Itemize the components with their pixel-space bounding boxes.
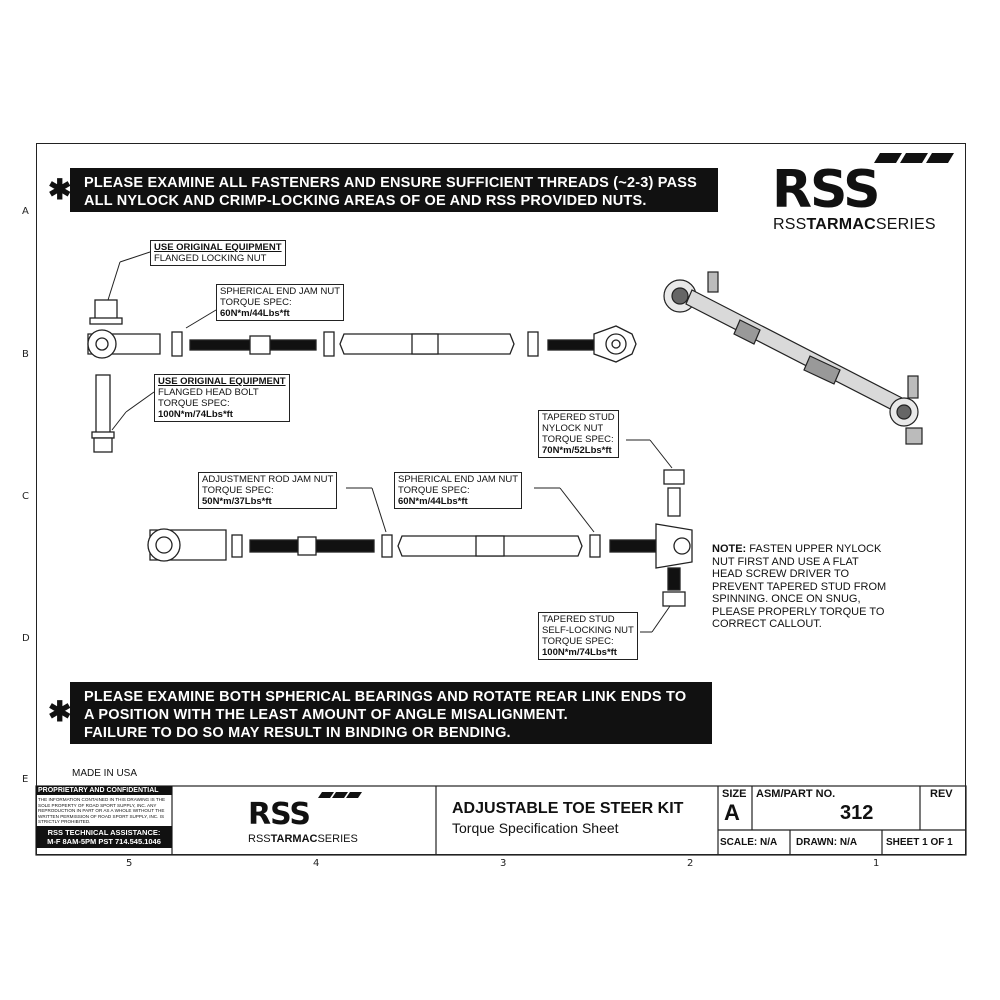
bottom-banner-line-3: FAILURE TO DO SO MAY RESULT IN BINDING O… <box>84 725 511 741</box>
note-line: HEAD SCREW DRIVER TO <box>712 568 850 580</box>
bottom-warning-banner: PLEASE EXAMINE BOTH SPHERICAL BEARINGS A… <box>70 682 712 744</box>
callout-line: FLANGED HEAD BOLT <box>158 387 259 398</box>
rss-logo-mark: RSS <box>772 160 879 220</box>
callout-line: SPHERICAL END JAM NUT <box>220 286 340 297</box>
row-label-d: D <box>22 633 30 644</box>
callout-line: TORQUE SPEC: <box>542 636 614 647</box>
tech-line-2: M-F 8AM-5PM PST 714.545.1046 <box>47 837 161 846</box>
row-label-a: A <box>22 206 29 217</box>
top-warning-banner: PLEASE EXAMINE ALL FASTENERS AND ENSURE … <box>70 168 718 212</box>
callout-tapered-selflock: TAPERED STUD SELF-LOCKING NUT TORQUE SPE… <box>538 612 638 660</box>
rss-small-mark: RSS <box>248 797 310 832</box>
drawn-label: DRAWN: N/A <box>796 837 858 848</box>
col-label-4: 4 <box>313 858 320 869</box>
rev-label: REV <box>930 788 953 800</box>
callout-flanged-nut: USE ORIGINAL EQUIPMENT FLANGED LOCKING N… <box>150 240 286 266</box>
callout-line: TORQUE SPEC: <box>158 398 230 409</box>
sheet-label: SHEET 1 OF 1 <box>886 837 953 848</box>
callout-line: 60N*m/44Lbs*ft <box>220 308 290 319</box>
callout-line: TORQUE SPEC: <box>202 485 274 496</box>
assembly-note: NOTE: FASTEN UPPER NYLOCK NUT FIRST AND … <box>712 543 886 631</box>
col-label-3: 3 <box>500 858 507 869</box>
part-label: ASM/PART NO. <box>756 788 836 800</box>
size-value: A <box>724 800 740 825</box>
top-asterisk-icon: ✱ <box>48 174 72 205</box>
bottom-asterisk-icon: ✱ <box>48 696 72 727</box>
row-label-b: B <box>22 349 29 360</box>
tech-line-1: RSS TECHNICAL ASSISTANCE: <box>47 828 161 837</box>
callout-tapered-nylock: TAPERED STUD NYLOCK NUT TORQUE SPEC: 70N… <box>538 410 619 458</box>
rss-logo: RSS <box>772 153 954 220</box>
callout-line: TORQUE SPEC: <box>220 297 292 308</box>
series-suffix-small: SERIES <box>317 833 358 845</box>
scale-label: SCALE: N/A <box>720 837 778 848</box>
callout-line: 70N*m/52Lbs*ft <box>542 445 612 456</box>
proprietary-label: PROPRIETARY AND CONFIDENTIAL <box>38 787 159 794</box>
tapered-nylock-nut <box>663 469 685 485</box>
note-line: CORRECT CALLOUT. <box>712 618 822 630</box>
bottom-banner-line-2: A POSITION WITH THE LEAST AMOUNT OF ANGL… <box>84 707 568 723</box>
col-label-2: 2 <box>687 858 694 869</box>
bottom-banner-line-1: PLEASE EXAMINE BOTH SPHERICAL BEARINGS A… <box>84 689 687 705</box>
made-in-label: MADE IN USA <box>72 768 138 779</box>
series-bold-small: TARMAC <box>270 833 318 845</box>
row-label-c: C <box>22 491 29 502</box>
callout-line: TORQUE SPEC: <box>398 485 470 496</box>
note-label: NOTE: <box>712 543 747 555</box>
callout-line: FLANGED LOCKING NUT <box>154 253 267 264</box>
series-suffix: SERIES <box>875 216 936 233</box>
callout-line: TAPERED STUD <box>542 614 615 625</box>
col-label-1: 1 <box>873 858 880 869</box>
row-label-e: E <box>22 774 29 785</box>
callout-line: ADJUSTMENT ROD JAM NUT <box>202 474 334 485</box>
callout-flanged-bolt: USE ORIGINAL EQUIPMENT FLANGED HEAD BOLT… <box>154 374 290 422</box>
callout-line: TORQUE SPEC: <box>542 434 614 445</box>
series-prefix: RSS <box>773 216 807 233</box>
note-line: PREVENT TAPERED STUD FROM <box>712 580 887 593</box>
size-label: SIZE <box>722 788 747 800</box>
col-label-5: 5 <box>126 858 133 869</box>
callout-adjust-jam: ADJUSTMENT ROD JAM NUT TORQUE SPEC: 50N*… <box>198 472 338 509</box>
callout-line: 50N*m/37Lbs*ft <box>202 496 272 507</box>
jam-nut-b <box>171 331 183 357</box>
drawing-title: ADJUSTABLE TOE STEER KIT <box>452 800 684 817</box>
top-banner-line-1: PLEASE EXAMINE ALL FASTENERS AND ENSURE … <box>84 175 698 191</box>
callout-line: 100N*m/74Lbs*ft <box>158 409 233 420</box>
assembled-link-illustration <box>663 271 923 445</box>
tech-assistance: RSS TECHNICAL ASSISTANCE: M-F 8AM-5PM PS… <box>38 828 170 846</box>
callout-line: 60N*m/44Lbs*ft <box>398 496 468 507</box>
callout-spherical-jam-top: SPHERICAL END JAM NUT TORQUE SPEC: 60N*m… <box>216 284 344 321</box>
callout-line: SELF-LOCKING NUT <box>542 625 634 636</box>
tarmac-series-small: RSSTARMACSERIES <box>248 833 358 845</box>
callout-line: NYLOCK NUT <box>542 423 604 434</box>
tarmac-series-label: RSSTARMACSERIES <box>773 216 936 234</box>
series-prefix-small: RSS <box>248 833 271 845</box>
callout-line: 100N*m/74Lbs*ft <box>542 647 617 658</box>
callout-line: TAPERED STUD <box>542 412 615 423</box>
drawing-subtitle: Torque Specification Sheet <box>452 820 619 836</box>
note-line: PLEASE PROPERLY TORQUE TO <box>712 605 885 618</box>
callout-line: USE ORIGINAL EQUIPMENT <box>154 242 282 253</box>
note-line: NUT FIRST AND USE A FLAT <box>712 555 859 568</box>
top-banner-line-2: ALL NYLOCK AND CRIMP-LOCKING AREAS OF OE… <box>84 193 647 209</box>
callout-line: USE ORIGINAL EQUIPMENT <box>158 376 286 387</box>
note-line: FASTEN UPPER NYLOCK <box>749 543 882 555</box>
series-bold: TARMAC <box>806 216 876 233</box>
disclaimer-text: THE INFORMATION CONTAINED IN THIS DRAWIN… <box>38 797 166 825</box>
rss-logo-small: RSS <box>248 792 362 832</box>
tapered-selflock-nut <box>662 591 686 607</box>
callout-spherical-jam-mid: SPHERICAL END JAM NUT TORQUE SPEC: 60N*m… <box>394 472 522 509</box>
note-line: SPINNING. ONCE ON SNUG, <box>712 593 861 605</box>
part-value: 312 <box>840 802 874 824</box>
callout-line: SPHERICAL END JAM NUT <box>398 474 518 485</box>
